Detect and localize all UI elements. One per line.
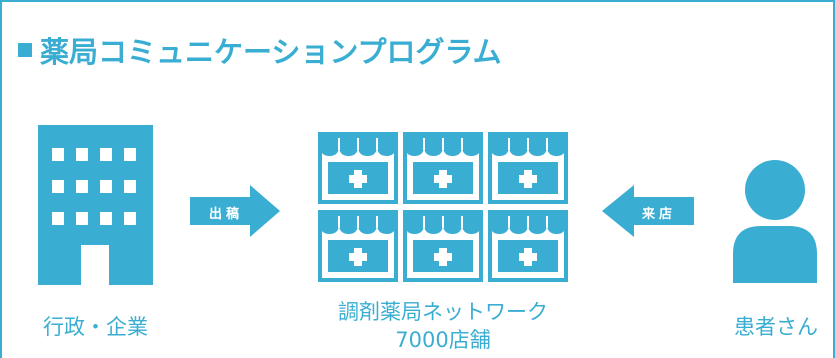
pharmacy-label-line1: 調剤薬局ネットワーク bbox=[338, 300, 548, 324]
patient-label: 患者さん bbox=[734, 315, 818, 339]
person-icon bbox=[733, 160, 817, 283]
government-label: 行政・企業 bbox=[43, 315, 148, 339]
office-building-icon bbox=[38, 125, 153, 285]
pharmacy-storefront-grid-icon bbox=[318, 132, 568, 282]
diagram-title: 薬局コミュニケーションプログラム bbox=[40, 35, 502, 69]
title-square-icon bbox=[18, 43, 32, 57]
arrow-label-left: 出稿 bbox=[208, 207, 243, 222]
arrow-left-icon bbox=[602, 185, 694, 237]
arrow-label-right: 来店 bbox=[641, 207, 676, 222]
pharmacy-label-line2: 7000店舗 bbox=[395, 328, 491, 352]
title-row: 薬局コミュニケーションプログラム bbox=[18, 30, 502, 70]
arrow-right-icon bbox=[190, 185, 280, 237]
